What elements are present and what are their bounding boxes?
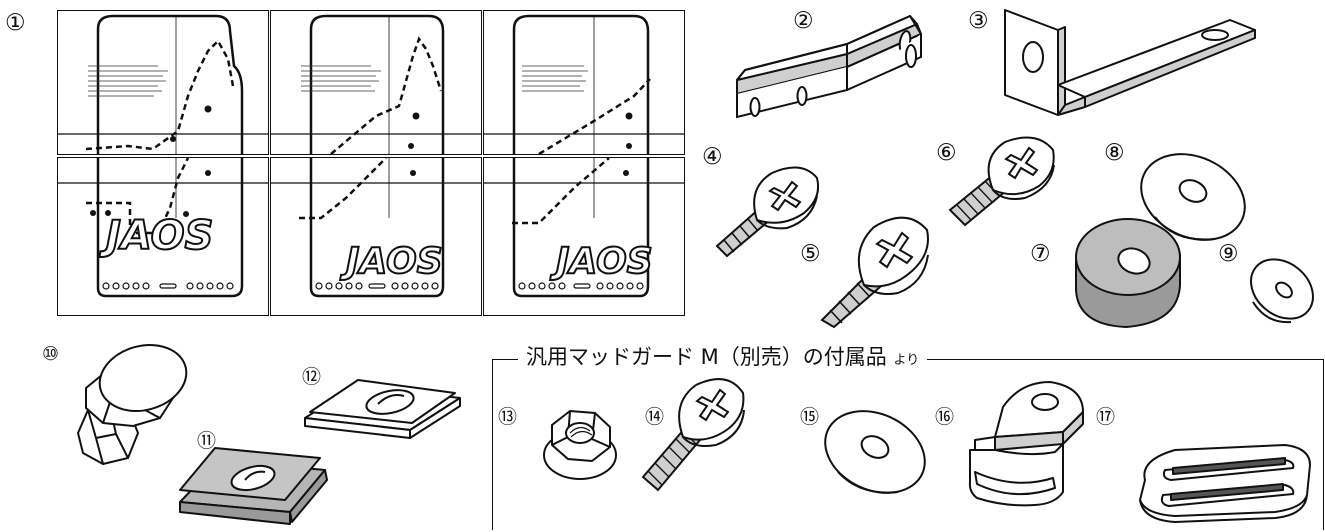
flat-bracket-icon bbox=[736, 15, 922, 119]
template-panel-bottom-3: JAOS bbox=[483, 157, 685, 316]
callout-8: ⑧ bbox=[1104, 140, 1125, 166]
callout-14: ⑭ bbox=[645, 406, 665, 428]
accessory-box-title: 汎用マッドガード M（別売）の付属品 より bbox=[518, 344, 928, 374]
callout-12: ⑫ bbox=[302, 366, 322, 388]
mudguard-template-sheet-icon bbox=[271, 14, 481, 154]
tapping-screw-icon bbox=[715, 166, 820, 258]
mudguard-template-sheet-icon: JAOS bbox=[58, 158, 268, 298]
l-bracket-icon bbox=[1004, 9, 1256, 116]
callout-9: ⑨ bbox=[1218, 241, 1239, 267]
template-panel-bottom-2: JAOS bbox=[270, 157, 482, 316]
jaos-logo: JAOS bbox=[99, 213, 213, 259]
rubber-spacer-icon bbox=[1075, 218, 1181, 329]
callout-6: ⑥ bbox=[936, 140, 957, 166]
stay-bracket-icon bbox=[968, 381, 1084, 507]
callout-15: ⑮ bbox=[800, 406, 820, 428]
template-panel-top-1 bbox=[57, 10, 269, 155]
mudguard-template-sheet-icon bbox=[484, 14, 684, 154]
callout-7: ⑦ bbox=[1030, 241, 1051, 267]
callout-4: ④ bbox=[702, 144, 723, 170]
template-panel-top-3 bbox=[483, 10, 685, 155]
push-clip-icon bbox=[77, 344, 188, 465]
callout-16: ⑯ bbox=[935, 406, 955, 428]
flange-nut-icon bbox=[543, 409, 617, 480]
callout-17: ⑰ bbox=[1096, 406, 1116, 428]
callout-2: ② bbox=[793, 8, 814, 34]
u-nut-clip-icon bbox=[179, 447, 328, 525]
accessory-box-title-text: 汎用マッドガード M（別売）の付属品 bbox=[526, 345, 887, 369]
mudguard-template-sheet-icon: JAOS bbox=[271, 158, 481, 298]
callout-10: ⑩ bbox=[42, 343, 60, 365]
tapping-screw-icon bbox=[820, 216, 929, 329]
rubber-grommet-icon bbox=[1139, 444, 1311, 523]
callout-1: ① bbox=[5, 10, 26, 36]
small-washer-icon bbox=[1250, 258, 1314, 324]
mudguard-template-sheet-icon bbox=[58, 14, 268, 154]
template-panel-top-2 bbox=[270, 10, 482, 155]
jaos-logo: JAOS bbox=[340, 241, 443, 282]
mudguard-template-sheet-icon: JAOS bbox=[484, 158, 684, 298]
machine-bolt-icon bbox=[641, 378, 745, 492]
flat-washer-icon bbox=[1140, 153, 1246, 241]
callout-5: ⑤ bbox=[800, 241, 821, 267]
u-nut-clip-icon bbox=[304, 379, 461, 439]
machine-bolt-icon bbox=[948, 136, 1055, 227]
template-panel-bottom-1: JAOS bbox=[57, 157, 269, 316]
jaos-logo: JAOS bbox=[550, 241, 653, 282]
callout-3: ③ bbox=[968, 8, 989, 34]
flat-washer-icon bbox=[824, 410, 926, 494]
callout-11: ⑪ bbox=[197, 430, 217, 452]
callout-13: ⑬ bbox=[498, 406, 518, 428]
accessory-box-title-suffix: より bbox=[893, 353, 920, 368]
